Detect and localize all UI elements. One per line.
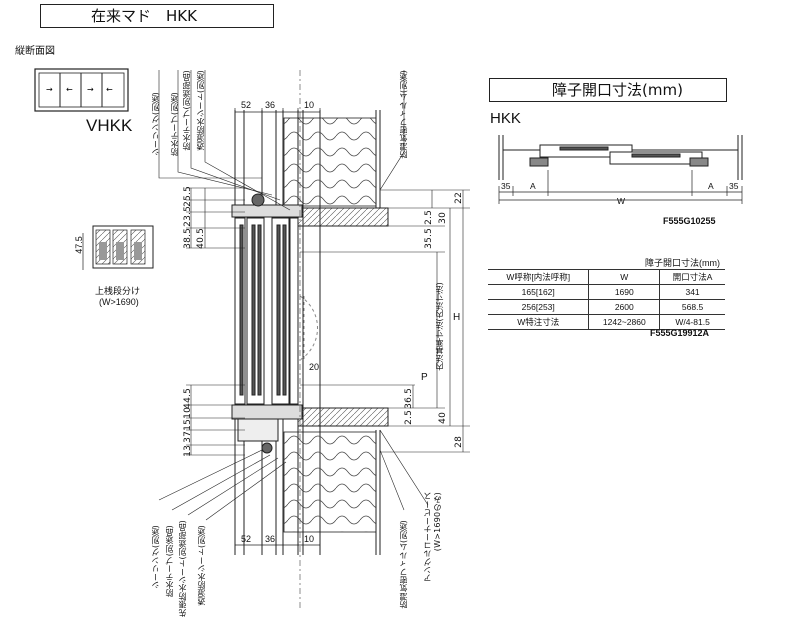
- dim-top-1: 52: [241, 100, 252, 110]
- callout-top-5: 防湿気密フィルム(別途): [399, 70, 408, 159]
- leaders-bottom: [158, 429, 429, 521]
- insulation-lower: [283, 431, 377, 533]
- right-dimension-lines: [300, 189, 470, 453]
- table-cell: 2600: [588, 299, 661, 315]
- table-header-cell: 開口寸法A: [659, 269, 725, 285]
- dim-left-lower-2: 10: [183, 407, 193, 419]
- callout-bottom-7: (W>1690のみ): [433, 492, 442, 552]
- dim-left-lower-5: 13: [183, 445, 193, 457]
- table-cell: 165[162]: [488, 284, 590, 300]
- insulation-upper: [283, 117, 377, 207]
- opening-title-box: 障子開口寸法(mm): [489, 78, 727, 102]
- dim-right-40: 40: [438, 412, 448, 424]
- table-header-cell: W: [588, 269, 661, 285]
- dim-top-3: 10: [304, 100, 315, 110]
- callout-top-2: 防水テープ(別途): [170, 92, 179, 157]
- window-frame-section: [231, 193, 303, 454]
- table-header-row: W呼称[内法呼称] W 開口寸法A: [488, 269, 725, 285]
- table-row: W特注寸法 1242~2860 W/4-81.5: [488, 314, 725, 330]
- detail-dim: 47.5: [73, 236, 84, 254]
- dim-label-h: H: [453, 312, 461, 323]
- dim-label-p: P: [421, 372, 428, 383]
- table-cell: 256[253]: [488, 299, 590, 315]
- opening-section-drawing: [498, 135, 743, 204]
- callout-bottom-1: シーリング(別途): [151, 525, 160, 590]
- svg-text:←: ←: [106, 85, 113, 94]
- bottom-dimension-lines: [234, 541, 321, 549]
- opening-dimension-table: W呼称[内法呼称] W 開口寸法A 165[162] 1690 341 256[…: [488, 269, 725, 330]
- dim-bottom-2: 36: [265, 534, 276, 544]
- table-unit: 障子開口寸法(mm): [645, 258, 720, 268]
- table-cell: W特注寸法: [488, 314, 590, 330]
- opening-title: 障子開口寸法(mm): [552, 81, 683, 99]
- model-name: VHKK: [86, 116, 133, 135]
- opening-model: HKK: [490, 110, 521, 127]
- dim-right-2-5b: 2.5: [404, 410, 414, 425]
- opening-code: F555G10255: [663, 216, 716, 226]
- dim-right-20: 20: [309, 362, 320, 372]
- dim-right-35-5: 35.5: [424, 228, 434, 249]
- dim-right-30: 30: [438, 212, 448, 224]
- table-cell: 1242~2860: [588, 314, 661, 330]
- upper-rail-detail: [82, 225, 154, 270]
- opening-a-left: A: [530, 181, 536, 191]
- dim-left-upper-1: 25.5: [183, 186, 193, 207]
- callout-bottom-2: 防水テープ(別途品): [165, 525, 174, 598]
- dim-left-lower-1: 44.5: [183, 388, 193, 409]
- opening-w: W: [617, 196, 626, 206]
- section-label: 縦断面図: [15, 46, 55, 57]
- page-title-box: 在来マド HKK: [40, 4, 274, 28]
- opening-arc: [299, 295, 318, 361]
- opening-edge-left: 35: [501, 181, 511, 191]
- window-elevation-icon: → ← → ←: [34, 68, 129, 112]
- table-code: F555G19912A: [650, 328, 710, 338]
- dim-left-upper-3: 38.5: [183, 228, 193, 249]
- callout-top-1: シーリング(別途): [151, 92, 160, 157]
- table-cell: W/4-81.5: [659, 314, 725, 330]
- dim-bottom-1: 52: [241, 534, 252, 544]
- dim-right-22: 22: [454, 192, 464, 204]
- dim-right-36-5: 36.5: [404, 388, 414, 409]
- table-header-cell: W呼称[内法呼称]: [488, 269, 590, 285]
- dim-top-2: 36: [265, 100, 276, 110]
- sill-timber: [297, 407, 389, 427]
- table-cell: 1690: [588, 284, 661, 300]
- dim-left-upper-4: 40.5: [196, 228, 206, 249]
- opening-a-right: A: [708, 181, 714, 191]
- dim-left-lower-4: 37: [183, 431, 193, 443]
- svg-text:→: →: [87, 85, 94, 94]
- detail-caption-1: 上桟段分け: [95, 286, 141, 296]
- callout-bottom-5: 防湿気密フィルム(別途): [399, 520, 408, 609]
- head-timber: [297, 207, 389, 227]
- detail-caption-2: (W>1690): [99, 297, 139, 307]
- opening-edge-right: 35: [729, 181, 739, 191]
- callout-top-3: 防水テープ(別途部品): [182, 70, 191, 151]
- page-title: 在来マド HKK: [91, 7, 197, 25]
- dim-bottom-3: 10: [304, 534, 315, 544]
- table-row: 256[253] 2600 568.5: [488, 299, 725, 315]
- callout-bottom-4: 透湿防水シート(別途): [197, 525, 206, 606]
- svg-text:→: →: [46, 85, 53, 94]
- left-dimension-lines: [186, 187, 245, 456]
- dim-label-inner: 内法基準寸法(内法寸法): [435, 282, 444, 371]
- table-cell: 341: [659, 284, 725, 300]
- callout-bottom-3: 先張防水シート(別途部品): [178, 520, 187, 617]
- dim-left-lower-3: 15: [183, 419, 193, 431]
- top-dimension-lines: [234, 108, 321, 116]
- dim-left-upper-2: 23.5: [183, 206, 193, 227]
- table-row: 165[162] 1690 341: [488, 284, 725, 300]
- callout-top-4: 透湿防水シート(別途): [196, 70, 205, 151]
- table-cell: 568.5: [659, 299, 725, 315]
- svg-text:←: ←: [66, 85, 73, 94]
- dim-right-2-5a: 2.5: [424, 210, 434, 225]
- leaders-top: [158, 70, 405, 211]
- dim-right-28: 28: [454, 436, 464, 448]
